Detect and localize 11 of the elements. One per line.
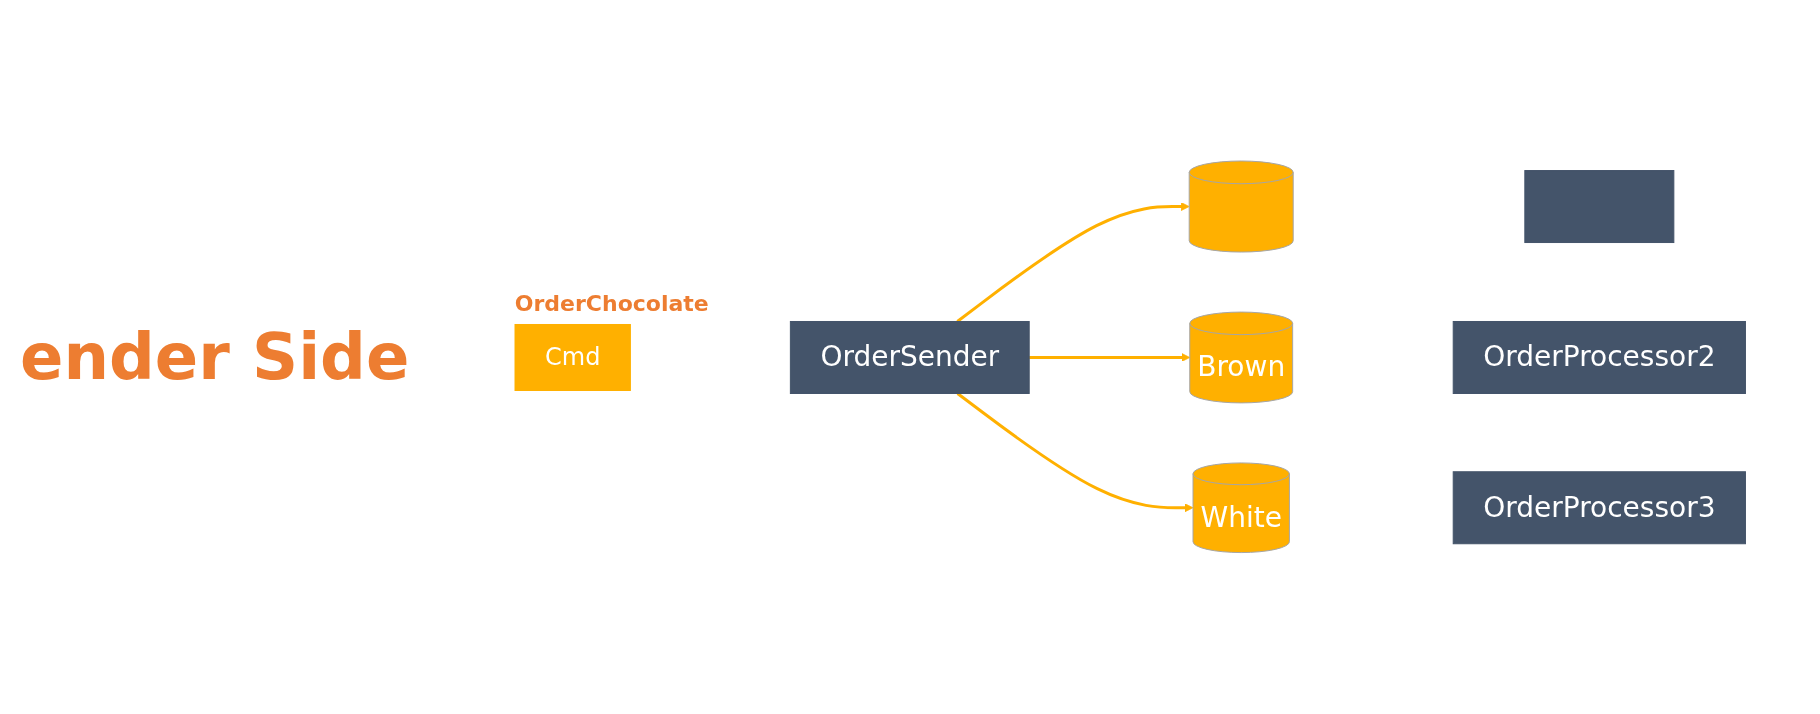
node-box: OrderSender — [789, 321, 1030, 395]
node-box: Cmd — [514, 324, 631, 392]
section-heading: ender Side — [20, 320, 411, 394]
node-cylinder — [1188, 160, 1294, 253]
command-name: OrderChocolate — [514, 290, 709, 316]
arrow — [956, 392, 1194, 513]
node-box: OrderProcessor3 — [1452, 471, 1746, 545]
arrow — [1028, 353, 1190, 363]
arrow — [956, 202, 1190, 323]
node-box: OrderProcessor2 — [1452, 321, 1746, 395]
node-box — [1524, 170, 1675, 244]
